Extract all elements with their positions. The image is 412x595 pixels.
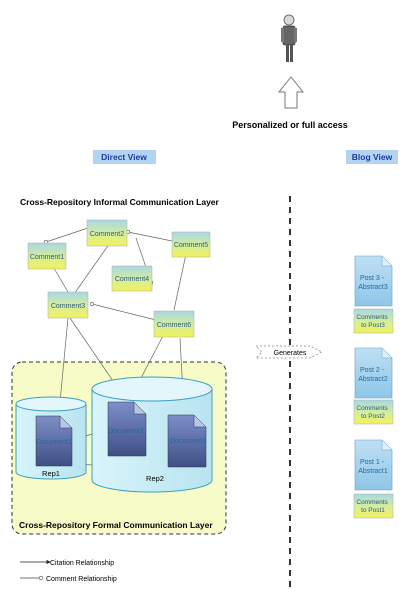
blog-view-label: Blog View (352, 152, 393, 162)
formal-layer-title: Cross-Repository Formal Communication La… (19, 520, 213, 530)
post-1: Post 1 - Abstract1 Comments to Post1 (353, 439, 394, 519)
user-person-icon (281, 14, 297, 62)
comment-note-1: Comment1 (27, 242, 67, 270)
legend-comment-label: Comment Relationship (46, 576, 117, 583)
svg-text:Comments to Post1: Comments to Post1 (356, 499, 389, 514)
post-3: Post 3 - Abstract3 Comments to Post3 (353, 255, 394, 334)
post-2: Post 2 - Abstract2 Comments to Post2 (353, 347, 394, 425)
informal-layer-title: Cross-Repository Informal Communication … (20, 197, 220, 207)
svg-text:Post 2 - Abstract2: Post 2 - Abstract2 (358, 367, 388, 383)
svg-text:Post 1 - Abstract1: Post 1 - Abstract1 (358, 459, 388, 475)
comment-note-6: Comment6 (153, 310, 195, 338)
generates-callout: Generates (255, 345, 323, 359)
direct-view-label: Direct View (101, 152, 147, 162)
svg-text:Comment2: Comment2 (90, 231, 124, 238)
svg-text:Comments to Post3: Comments to Post3 (356, 314, 389, 329)
svg-text:Document2: Document2 (108, 428, 144, 435)
legend-citation-label: Citation Relationship (50, 560, 114, 567)
blog-view-label-bg (346, 150, 398, 164)
svg-text:Document1: Document1 (36, 439, 72, 446)
direct-view-label-bg (93, 150, 156, 164)
svg-text:Document3: Document3 (170, 438, 206, 445)
svg-text:Comment4: Comment4 (115, 276, 149, 283)
comment-note-4: Comment4 (111, 265, 153, 292)
svg-text:Comment1: Comment1 (30, 254, 64, 261)
legend: Citation Relationship Comment Relationsh… (20, 559, 117, 583)
svg-text:Comment6: Comment6 (157, 322, 191, 329)
comment-note-5: Comment5 (171, 231, 211, 258)
svg-text:Comment3: Comment3 (51, 303, 85, 310)
comment-note-2: Comment2 (86, 219, 128, 247)
svg-text:Post 3 - Abstract3: Post 3 - Abstract3 (358, 275, 388, 291)
document-3: Document3 (167, 414, 207, 468)
svg-text:Comment5: Comment5 (174, 242, 208, 249)
comment-note-3: Comment3 (47, 291, 89, 319)
access-label: Personalized or full access (232, 120, 348, 130)
rep2-label: Rep2 (146, 474, 164, 483)
svg-text:Generates: Generates (274, 350, 307, 357)
access-up-arrow-icon (277, 76, 305, 109)
rep1-label: Rep1 (42, 469, 60, 478)
document-1: Document1 (35, 415, 73, 467)
svg-text:Comments to Post2: Comments to Post2 (356, 405, 389, 420)
document-2: Document2 (107, 401, 147, 457)
